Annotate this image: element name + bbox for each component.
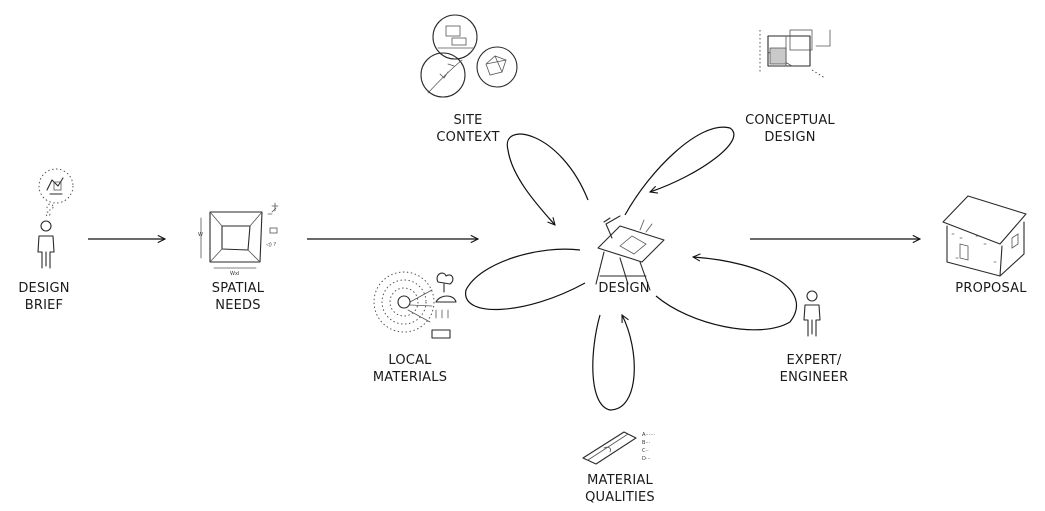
- conceptual-collage-icon: [759, 29, 831, 79]
- local-materials-map-icon: [373, 271, 457, 339]
- label-line: BRIEF: [24, 298, 64, 313]
- label-site-context: SITE CONTEXT: [420, 112, 516, 146]
- label-line: NEEDS: [215, 298, 261, 313]
- label-line: SITE: [453, 113, 483, 128]
- svg-text:◁) ?: ◁) ?: [266, 242, 276, 248]
- label-line: PROPOSAL: [955, 281, 1027, 296]
- room-dimensions-sketch-icon: W Wxl ◁) ?: [198, 202, 279, 277]
- loop-site-context: [506, 133, 589, 225]
- label-line: LOCAL: [388, 353, 432, 368]
- label-line: DESIGN: [18, 281, 70, 296]
- person-with-thought-bubble-icon: [37, 168, 74, 269]
- svg-text:B···: B···: [642, 440, 651, 446]
- svg-text:A······: A······: [642, 432, 655, 438]
- label-spatial-needs: SPATIAL NEEDS: [200, 280, 276, 314]
- label-line: MATERIAL: [587, 473, 653, 488]
- loop-material-qualities: [592, 315, 635, 411]
- drafting-table-icon: [595, 215, 665, 291]
- svg-text:W: W: [198, 232, 203, 238]
- house-proposal-icon: [942, 195, 1027, 277]
- expert-person-icon: [803, 290, 821, 337]
- label-line: CONCEPTUAL: [745, 113, 835, 128]
- loop-local-materials: [465, 248, 586, 311]
- label-conceptual-design: CONCEPTUAL DESIGN: [730, 112, 850, 146]
- label-line: MATERIALS: [372, 370, 448, 385]
- material-plank-icon: A······ B··· C·· D···: [582, 431, 655, 465]
- loop-conceptual-design: [624, 126, 735, 216]
- label-line: ENGINEER: [779, 370, 849, 385]
- label-local-materials: LOCAL MATERIALS: [360, 352, 460, 386]
- label-design: DESIGN: [586, 280, 662, 297]
- label-line: DESIGN: [764, 130, 816, 145]
- label-proposal: PROPOSAL: [946, 280, 1036, 297]
- label-design-brief: DESIGN BRIEF: [12, 280, 76, 314]
- loop-expert-engineer: [655, 257, 797, 331]
- label-material-qualities: MATERIAL QUALITIES: [570, 472, 670, 506]
- svg-text:D···: D···: [642, 456, 651, 462]
- label-line: EXPERT/: [786, 353, 842, 368]
- label-line: QUALITIES: [585, 490, 655, 505]
- svg-text:Wxl: Wxl: [230, 271, 239, 277]
- label-line: CONTEXT: [436, 130, 500, 145]
- label-line: DESIGN: [598, 281, 650, 296]
- label-line: SPATIAL: [211, 281, 265, 296]
- label-expert-engineer: EXPERT/ ENGINEER: [764, 352, 864, 386]
- site-context-sketches-icon: [420, 14, 518, 98]
- svg-text:C··: C··: [642, 448, 649, 454]
